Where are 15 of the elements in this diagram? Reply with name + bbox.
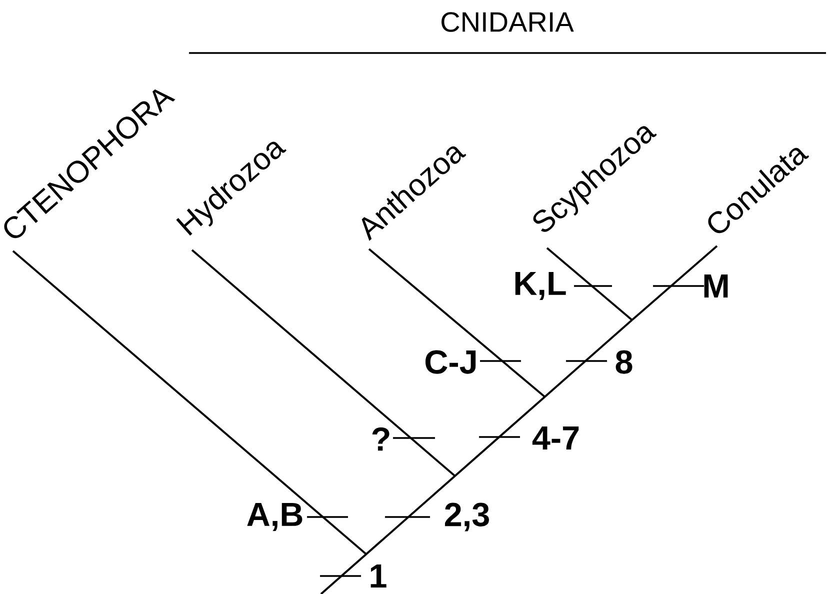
branch-line [191, 249, 456, 477]
character-label: A,B [247, 502, 302, 532]
character-label: 2,3 [445, 502, 489, 532]
group-label: CNIDARIA [442, 12, 574, 32]
character-label: 4-7 [532, 426, 579, 450]
character-label: M [704, 274, 728, 298]
branch-line [546, 247, 633, 321]
branch-line [368, 248, 546, 398]
branch-line [12, 250, 367, 555]
character-label: 1 [370, 564, 386, 588]
character-label: K,L [515, 272, 566, 300]
character-label: ? [372, 427, 390, 451]
character-label: C-J [426, 350, 476, 374]
character-label: 8 [616, 350, 632, 374]
branch-line [631, 245, 718, 321]
